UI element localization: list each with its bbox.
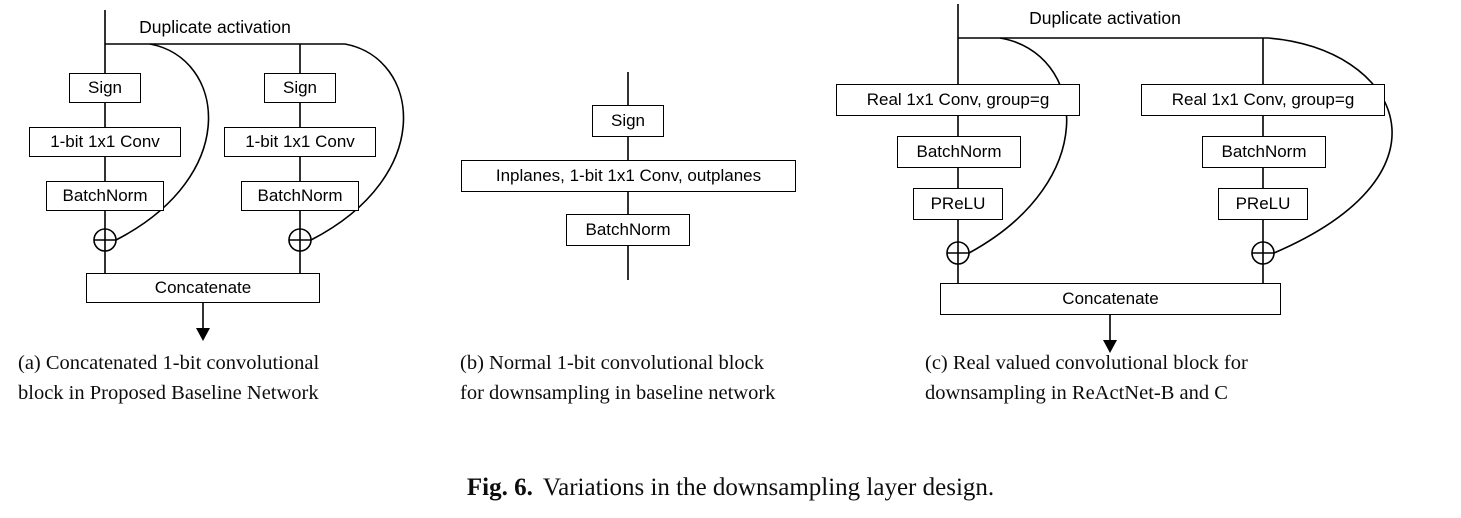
a-down-arrow-icon [196,303,210,341]
a-duplicate-activation-label: Duplicate activation [110,17,320,38]
figure-caption-text: Variations in the downsampling layer des… [542,474,995,501]
b-conv-box: Inplanes, 1-bit 1x1 Conv, outplanes [461,160,796,192]
figure-number: Fig. 6. [466,474,533,501]
c-duplicate-activation-label: Duplicate activation [1005,8,1205,29]
caption-b-line2: for downsampling in baseline network [460,382,776,404]
c-concatenate-box: Concatenate [940,283,1281,315]
a-add-icon-2 [288,228,312,252]
caption-a-line2: block in Proposed Baseline Network [18,382,319,404]
a-sign-box-2: Sign [264,73,336,103]
c-add-icon-1 [946,241,970,265]
a-skip-arc-1 [115,43,210,241]
caption-c-line1: (c) Real valued convolutional block for [925,352,1248,374]
caption-c: (c) Real valued convolutional block for … [925,348,1248,408]
caption-c-line2: downsampling in ReActNet-B and C [925,382,1228,404]
c-skip-arc-2 [1267,37,1393,254]
figure-caption: Fig. 6. Variations in the downsampling la… [0,474,1461,502]
diagram-c-lines [957,4,1393,283]
caption-a: (a) Concatenated 1-bit convolutional blo… [18,348,319,408]
a-batchnorm-box-1: BatchNorm [46,181,164,211]
caption-a-line1: (a) Concatenated 1-bit convolutional [18,352,320,374]
a-skip-arc-2 [310,43,405,241]
a-add-icon-1 [93,228,117,252]
a-batchnorm-box-2: BatchNorm [241,181,359,211]
c-conv-box-2: Real 1x1 Conv, group=g [1141,84,1385,116]
b-batchnorm-box: BatchNorm [566,214,690,246]
a-conv-box-2: 1-bit 1x1 Conv [224,127,376,157]
caption-b-line1: (b) Normal 1-bit convolutional block [460,352,765,374]
c-prelu-box-1: PReLU [913,188,1003,220]
diagram-a-lines [104,10,405,273]
c-down-arrow-icon [1103,315,1117,353]
b-sign-box: Sign [592,105,664,137]
c-prelu-box-2: PReLU [1218,188,1308,220]
a-conv-box-1: 1-bit 1x1 Conv [29,127,181,157]
c-batchnorm-box-1: BatchNorm [897,136,1021,168]
c-batchnorm-box-2: BatchNorm [1202,136,1326,168]
a-concatenate-box: Concatenate [86,273,320,303]
c-skip-arc-1 [968,37,1068,254]
c-conv-box-1: Real 1x1 Conv, group=g [836,84,1080,116]
a-sign-box-1: Sign [69,73,141,103]
c-add-icon-2 [1251,241,1275,265]
caption-b: (b) Normal 1-bit convolutional block for… [460,348,775,408]
